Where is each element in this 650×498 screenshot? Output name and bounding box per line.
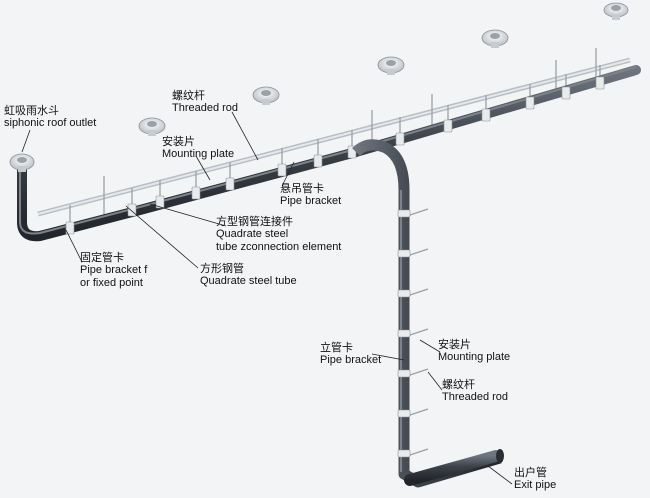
label-en: Pipe bracket [320,354,382,366]
label-cn: 出户管 [514,466,547,479]
label-en-1: Pipe bracket f [80,264,148,276]
label-threaded-rod-top: 螺纹杆 Threaded rod [172,89,238,115]
outlet-1 [9,153,35,172]
label-en: Pipe bracket [280,195,342,207]
label-en-1: Quadrate steel [216,228,289,240]
label-pipe-bracket-hang: 悬吊管卡 Pipe bracket [280,182,341,208]
label-en: Quadrate steel tube [200,275,297,287]
label-mounting-plate-riser: 安装片 Mounting plate [438,338,510,364]
label-en: Mounting plate [162,148,235,160]
label-threaded-rod-riser: 螺纹杆 Threaded rod [442,378,508,404]
label-cn: 悬吊管卡 [280,182,324,195]
label-cn: 方形钢管 [200,262,244,275]
siphonic-roof-outlets [9,2,629,172]
label-quadrate-steel-tube: 方形钢管 Quadrate steel tube [200,262,297,288]
exit-pipe [404,449,504,486]
label-en-2: tube zconnection element [216,241,342,253]
riser-brackets [397,208,429,458]
label-cn: 安装片 [162,135,195,148]
outlet-2 [138,117,166,136]
outlet-risers [148,10,620,208]
label-en: siphonic roof outlet [4,117,97,129]
label-cn: 螺纹杆 [442,378,475,391]
label-riser-bracket: 立管卡 Pipe bracket [320,341,381,367]
label-connection-element: 方型钢管连接件 Quadrate steel tube zconnection … [216,215,341,254]
label-cn: 固定管卡 [80,251,124,264]
label-cn: 立管卡 [320,341,353,354]
label-cn: 螺纹杆 [172,89,205,102]
label-en: Mounting plate [438,351,511,363]
pipe-brackets [65,76,605,235]
label-cn: 安装片 [438,338,471,351]
label-en: Threaded rod [442,391,509,403]
label-exit-pipe: 出户管 Exit pipe [514,466,556,492]
label-siphonic-roof-outlet: 虹吸雨水斗 siphonic roof outlet [4,104,96,130]
label-en-2: or fixed point [80,277,143,289]
outlet-3 [252,86,280,105]
label-cn: 虹吸雨水斗 [4,104,59,117]
label-fixed-point-bracket: 固定管卡 Pipe bracket f or fixed point [80,251,147,290]
label-en: Threaded rod [172,102,239,114]
outlet-6 [603,2,629,20]
label-cn: 方型钢管连接件 [216,215,293,228]
quadrate-steel-tube [37,57,631,217]
label-en: Exit pipe [514,479,557,491]
leader-lines [21,111,513,485]
outlet-5 [481,29,509,48]
label-mounting-plate-top: 安装片 Mounting plate [162,135,234,161]
collector-pipe [17,65,641,242]
down-pipe [352,139,502,488]
outlet-4 [377,56,405,75]
